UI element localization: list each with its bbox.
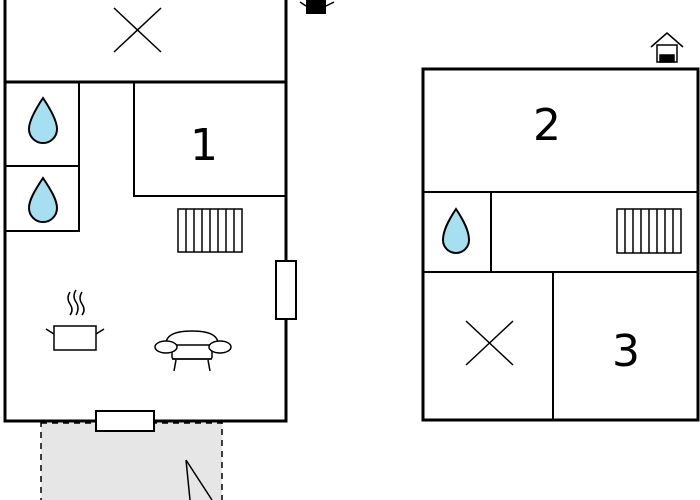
room-3-number: 3	[612, 326, 640, 377]
room-1-number: 1	[190, 120, 218, 171]
water-drop-icon	[441, 207, 471, 254]
stairs-icon	[177, 208, 243, 253]
room-2-number: 2	[533, 100, 561, 151]
terrace-arrow	[185, 459, 213, 500]
door-icon	[95, 410, 155, 432]
house-icon	[650, 32, 684, 63]
left-building: 1	[3, 0, 297, 432]
sofa-icon	[154, 330, 232, 372]
bathroom-2	[4, 165, 80, 232]
car-icon	[299, 0, 335, 14]
water-drop-icon	[27, 96, 59, 144]
terrace-area	[40, 422, 223, 500]
right-building-walls	[421, 67, 700, 422]
room-1-walls	[133, 82, 286, 197]
window-icon	[275, 260, 297, 320]
stairs-icon	[616, 208, 682, 254]
cross-icon	[113, 7, 162, 53]
cross-icon	[465, 320, 514, 366]
right-building: 2 3	[421, 32, 700, 422]
water-drop-icon	[27, 176, 59, 223]
cooking-pot-icon	[45, 289, 105, 351]
